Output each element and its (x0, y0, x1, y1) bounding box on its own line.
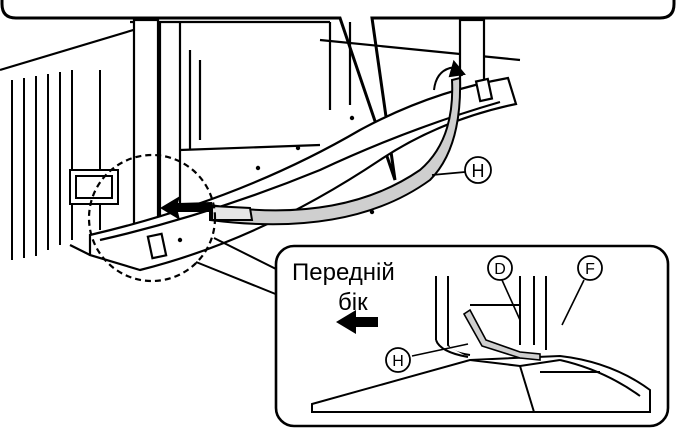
tv-panel (0, 20, 521, 240)
inset-panel: Передній бік (274, 244, 670, 428)
front-side-label-line1: Передній (292, 259, 395, 286)
inset-cable (462, 308, 541, 361)
callout-h-main: H (464, 156, 492, 184)
callout-f: F (577, 255, 603, 281)
cable-main (209, 76, 462, 226)
top-callout-bubble (0, 0, 676, 181)
svg-text:H: H (472, 161, 485, 181)
inset-arrow-left-icon (336, 310, 378, 334)
svg-text:H: H (392, 353, 404, 370)
curved-arrow-icon (433, 59, 466, 91)
tv-left-frame (11, 70, 101, 260)
front-side-label-line2: бік (338, 289, 368, 316)
svg-text:D: D (494, 261, 506, 278)
magnifier-circle-icon (87, 153, 217, 283)
inset-pillar (435, 276, 547, 358)
arrow-left-icon (160, 196, 212, 220)
side-port (69, 169, 119, 205)
inset-leaders (411, 279, 585, 357)
callout-h-inset: H (385, 347, 411, 373)
callout-d: D (487, 255, 513, 281)
inset-stand-base (311, 354, 651, 413)
inset-connectors (195, 237, 279, 296)
svg-text:F: F (585, 261, 595, 278)
cable-h-leader (431, 171, 466, 176)
